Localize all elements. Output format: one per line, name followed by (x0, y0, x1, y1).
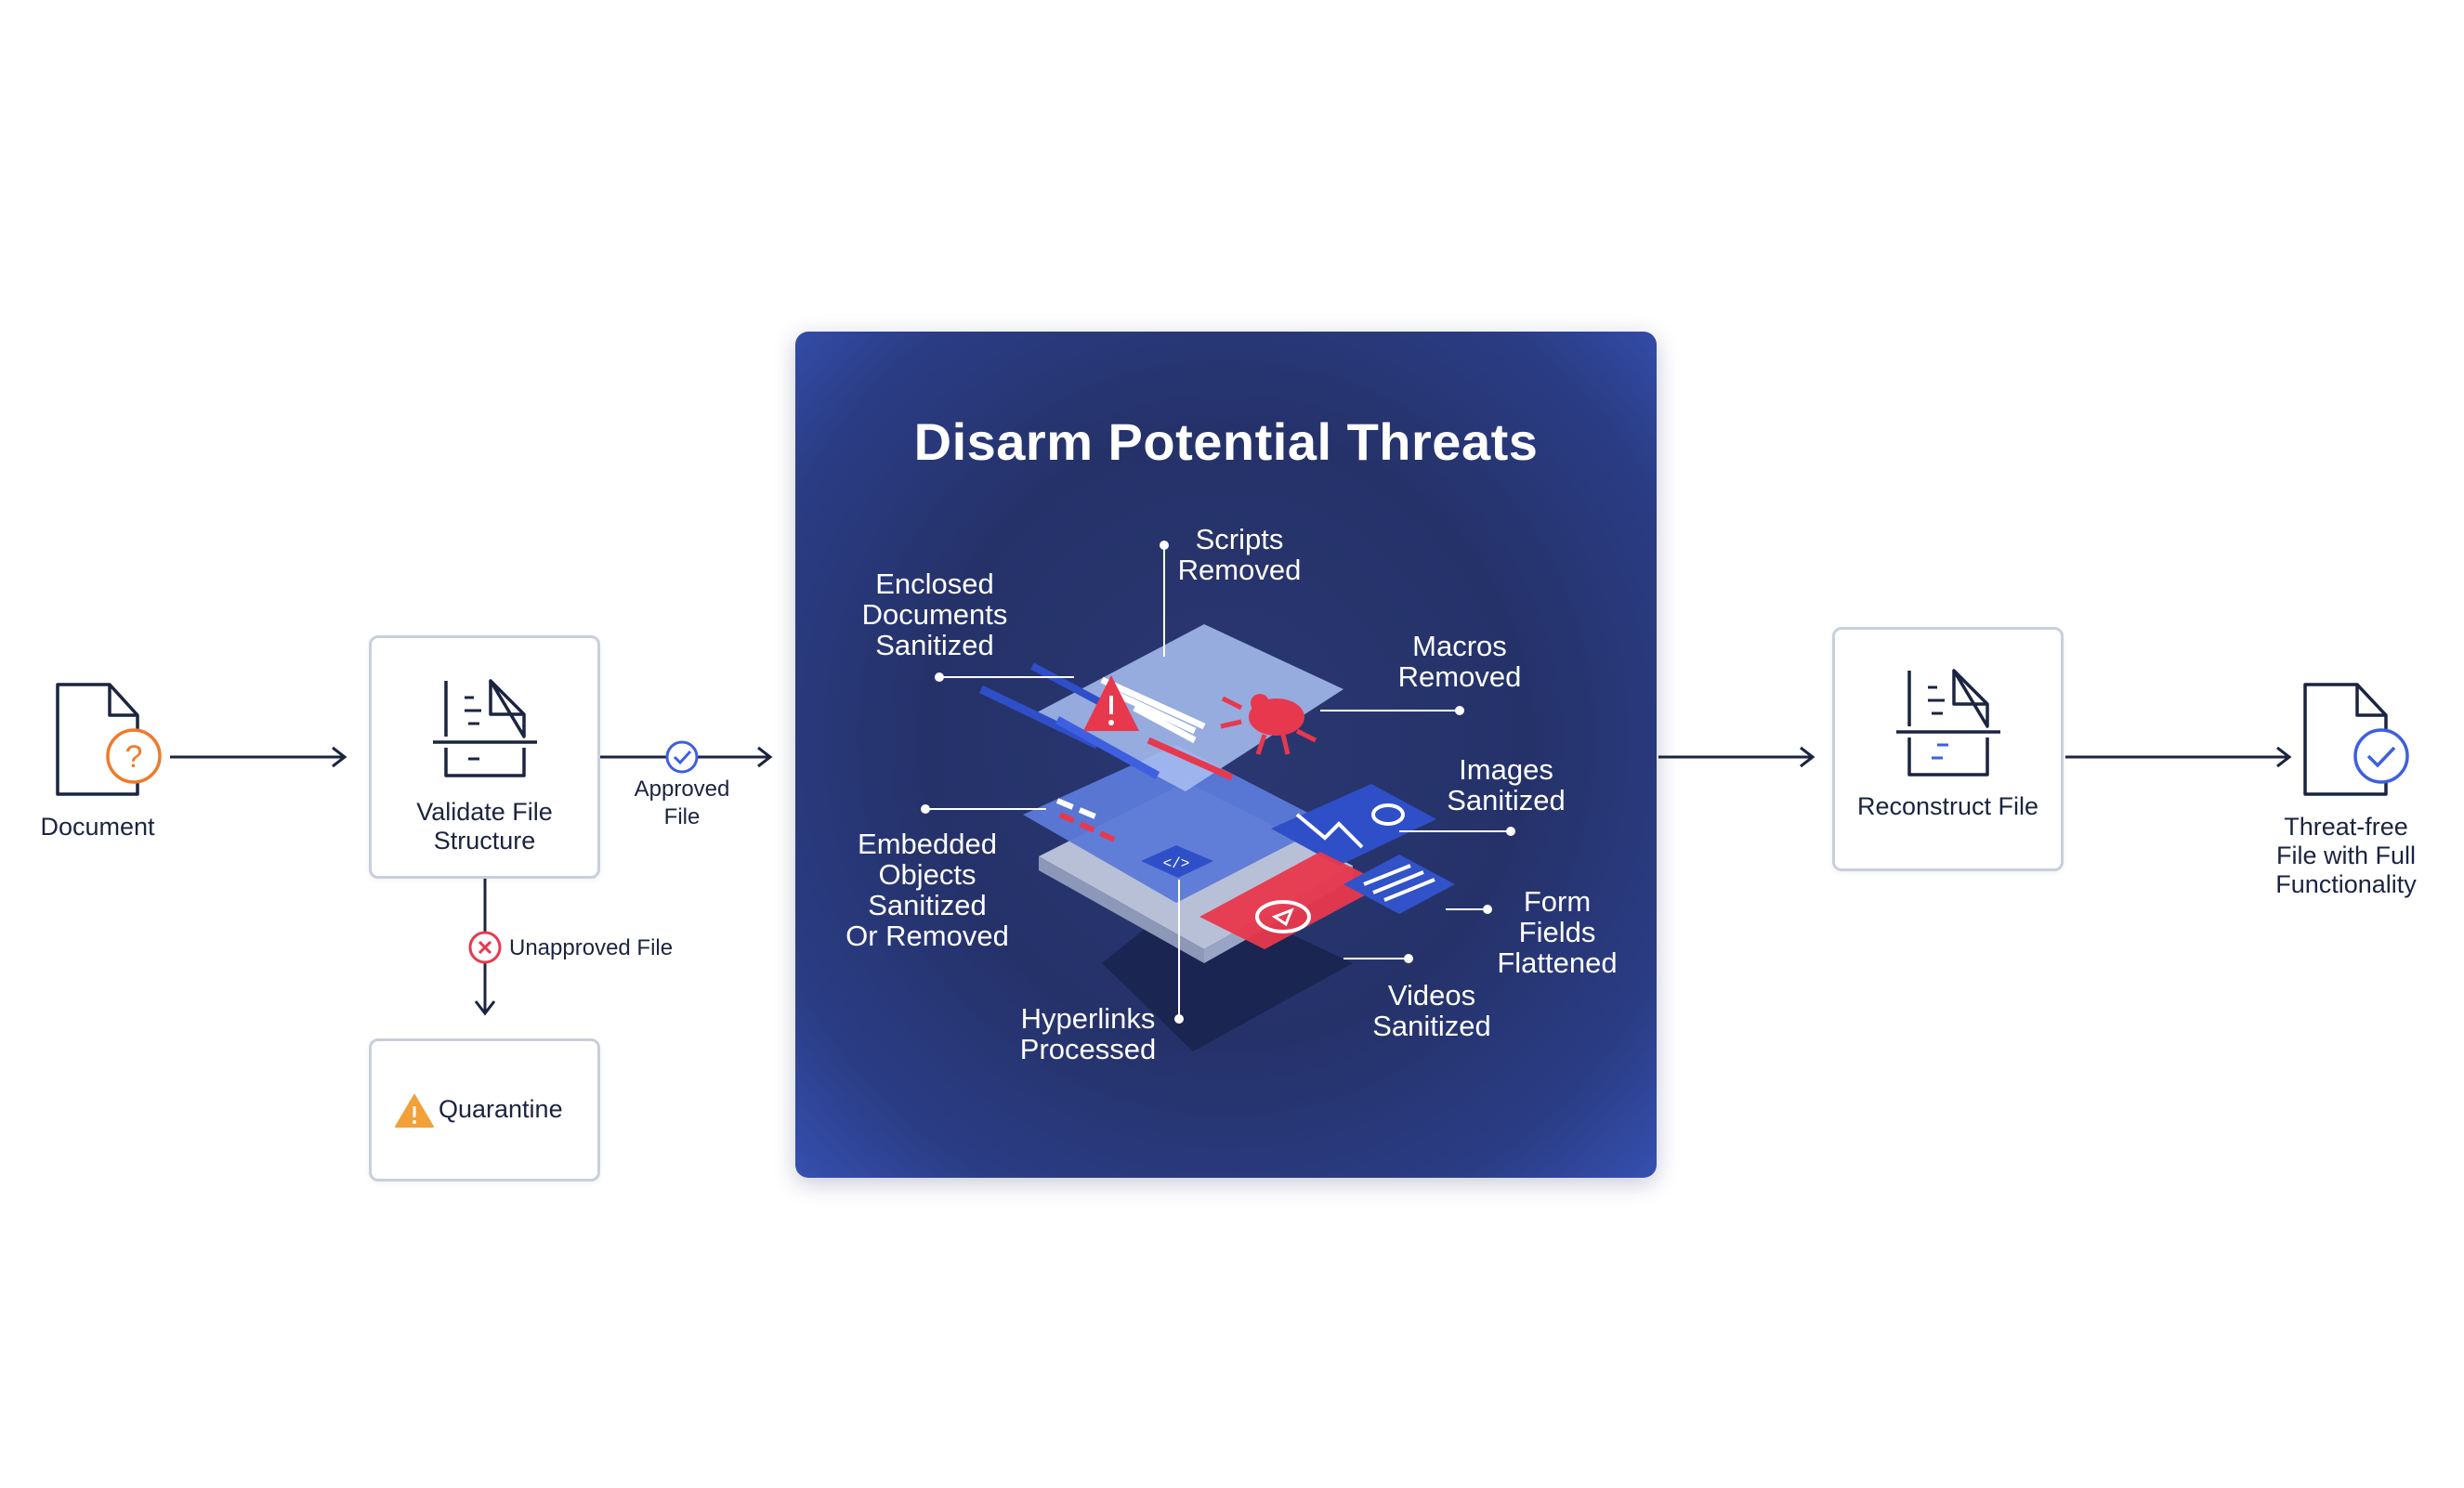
quarantine-node: Quarantine (369, 1038, 600, 1181)
output-label: Threat-free File with Full Functionality (2248, 813, 2444, 899)
videos-line-1: Videos (1387, 979, 1476, 1012)
layered-document-illustration: </> (921, 541, 1515, 1051)
enclosed-line-2: Documents (861, 598, 1008, 631)
threat-label-hyperlinks: Hyperlinks Processed (995, 1003, 1181, 1064)
form-line-1: Form (1523, 885, 1592, 918)
videos-line-2: Sanitized (1372, 1010, 1491, 1042)
scripts-line-1: Scripts (1195, 523, 1284, 555)
hyperlinks-line-1: Hyperlinks (1020, 1002, 1156, 1035)
threat-label-embedded: Embedded Objects Sanitized Or Removed (834, 829, 1020, 951)
quarantine-label: Quarantine (439, 1095, 563, 1123)
validate-label-line-1: Validate File (416, 798, 553, 826)
macros-line-1: Macros (1412, 630, 1507, 662)
threat-label-videos: Videos Sanitized (1343, 980, 1520, 1041)
approved-line-2: File (663, 804, 701, 829)
document-label: Document (40, 813, 155, 841)
scripts-line-2: Removed (1177, 554, 1302, 586)
threat-label-enclosed: Enclosed Documents Sanitized (842, 568, 1028, 660)
images-line-1: Images (1459, 753, 1553, 786)
document-scan-icon (1896, 669, 2000, 777)
embedded-line-2: Objects (878, 858, 976, 891)
enclosed-line-3: Sanitized (875, 629, 994, 661)
images-line-2: Sanitized (1447, 784, 1566, 816)
hyperlinks-line-2: Processed (1019, 1033, 1157, 1065)
reconstruct-node: Reconstruct File (1832, 627, 2064, 871)
threat-label-images: Images Sanitized (1418, 754, 1594, 816)
macros-line-2: Removed (1397, 660, 1522, 693)
document-scan-icon (433, 679, 537, 777)
unapproved-file-label: Unapproved File (509, 935, 674, 960)
embedded-line-1: Embedded (858, 828, 997, 860)
approved-file-label: Approved File (617, 776, 747, 831)
svg-text:</>: </> (1163, 855, 1190, 872)
svg-text:?: ? (125, 739, 143, 775)
enclosed-line-1: Enclosed (875, 568, 994, 600)
embedded-line-3: Sanitized (868, 889, 987, 921)
validate-label: Validate File Structure (372, 798, 597, 855)
form-line-2: Fields (1518, 916, 1596, 948)
threat-label-form: Form Fields Flattened (1474, 886, 1641, 978)
threat-label-macros: Macros Removed (1371, 631, 1548, 692)
embedded-line-4: Or Removed (845, 920, 1009, 952)
panel-title: Disarm Potential Threats (913, 412, 1539, 471)
reconstruct-label: Reconstruct File (1856, 792, 2039, 820)
output-line-2: File with Full (2275, 842, 2417, 869)
output-line-1: Threat-free (2284, 813, 2408, 841)
validate-node: Validate File Structure (369, 635, 600, 879)
threat-label-scripts: Scripts Removed (1156, 524, 1323, 585)
output-line-3: Functionality (2275, 870, 2417, 898)
form-line-3: Flattened (1497, 946, 1618, 979)
approved-line-1: Approved (634, 777, 730, 802)
warning-triangle-icon (395, 1094, 434, 1128)
validate-label-line-2: Structure (433, 827, 536, 855)
disarm-panel: Disarm Potential Threats </> (795, 332, 1657, 1178)
